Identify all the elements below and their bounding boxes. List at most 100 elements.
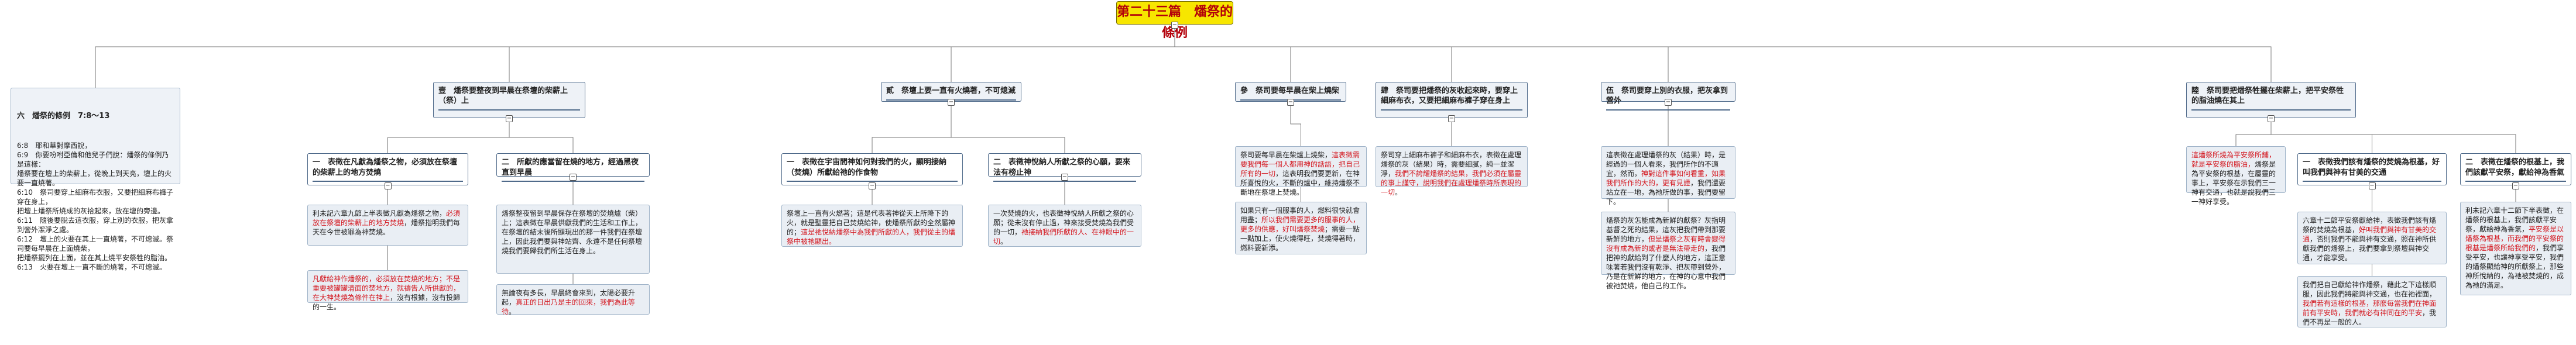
connector-line	[509, 25, 1175, 82]
note-1-1-b[interactable]: 凡獻給神作燔祭的，必須放在焚燒的地方；不是重要被罐罐清面的焚地方，就禱告人所供獻…	[307, 270, 468, 311]
outline-line: 6:12 壇上的火要在其上一直燒著，不可熄滅。祭司要每早晨在上面燒柴，	[17, 235, 173, 253]
note-6-1-a[interactable]: 六章十二節平安祭獻給神，表徵我們該有燔祭的焚燒為根基，好叫我們與神有甘美的交通，…	[2297, 212, 2447, 264]
outline-line: 6:11 隨後要脫去這衣服，穿上別的衣服，把灰拿到營外潔淨之處。	[17, 216, 173, 234]
sub-1-2[interactable]: 二 所獻的應當留在燒的地方，經過黑夜直到早晨	[496, 153, 650, 182]
collapse-toggle[interactable]: −	[1448, 115, 1455, 122]
sub-2-1[interactable]: 一 表徵在宇宙間神如何對我們的火，顯明接納（焚燒）所獻給祂的作食物	[781, 153, 963, 185]
collapse-toggle[interactable]: −	[1287, 99, 1294, 106]
note-text: 。	[509, 308, 516, 316]
collapse-toggle[interactable]: −	[570, 174, 577, 181]
sub-6-1[interactable]: 一 表徵我們該有燔祭的焚燒為根基，好叫我們與神有甘美的交通	[2297, 153, 2447, 185]
note-3-b[interactable]: 如果只有一個服事的人，燃料很快就會用盡；所以我們需要更多的服事的人，更多的供應，…	[1235, 202, 1367, 254]
note-text: 燔祭是為平安祭的根基，在屬靈的事上，平安祭在示我們三一神有交通，也就是說我們三一…	[2191, 160, 2276, 206]
collapse-toggle[interactable]: −	[384, 182, 392, 189]
note-text: 我們把自己獻給神作燔祭，藉此之下這樣順服，因此我們將能與神交通，也在祂裡面，	[2303, 281, 2437, 298]
outline-line: 把燔祭擺列在上面，並在其上燒平安祭牲的脂油。	[17, 254, 172, 262]
highlight-text: 平安祭是以燔祭為根基，而我們的平安祭的根基是燔祭所給我們的	[2465, 225, 2564, 252]
branch-4[interactable]: 肆 祭司要把燔祭的灰收起來時，要穿上細麻布衣，又要把細麻布褲子穿在身上	[1376, 82, 1528, 118]
highlight-text: 但是燔祭之灰有時會變得沒有成為新的或者是無法帶走的	[1606, 235, 1726, 253]
collapse-toggle[interactable]: −	[948, 99, 955, 106]
note-text: 祭壇上一直有火燃著；這是代表著神從天上所降下的火，就是聖靈把自己焚燒給神，使燔祭…	[787, 209, 956, 236]
note-text: 祭司穿上細麻布褲子和細麻布衣，表徵在處理燔祭的灰（結果）時，需要細膩，純一並潔淨…	[1381, 151, 1522, 178]
connector-line	[1174, 25, 1669, 82]
note-6-a[interactable]: 這燔祭所燒為平安祭所鋪，就是平安祭的脂油，燔祭是為平安祭的根基，在屬靈的事上，平…	[2186, 146, 2286, 206]
highlight-text: 神對這件事如何看重，如果我們所作的大的，更有見證	[1606, 170, 1726, 187]
connector-line	[1174, 25, 1291, 82]
collapse-toggle[interactable]: −	[1061, 174, 1068, 181]
highlight-text: 我們若有這樣的根基，那麼每當我們在神面前有平安時，我們就必有神同在的平安	[2303, 299, 2437, 317]
connector-line	[1174, 25, 2272, 82]
connector-line	[951, 102, 1065, 153]
note-text: ；需要一點一點加上，使火燒得旺，焚燒得著時，燃料要新添。	[1240, 225, 1360, 252]
highlight-text: 這是祂悅納燔祭中為我們所獻的人，我們從主的燔祭中被祂顯出。	[787, 228, 956, 246]
note-text: 祭司要每早晨在柴爐上燒柴，	[1240, 151, 1332, 159]
connector-line	[95, 25, 1175, 88]
branch-5[interactable]: 伍 祭司要穿上別的衣服，把灰拿到營外	[1601, 82, 1735, 111]
collapse-toggle[interactable]: −	[506, 115, 513, 122]
collapse-toggle[interactable]: −	[2268, 115, 2275, 122]
note-6-1-b[interactable]: 我們把自己獻給神作燔祭，藉此之下這樣順服，因此我們將能與神交通，也在祂裡面，我們…	[2297, 276, 2447, 327]
branch-6[interactable]: 陸 祭司要把燔祭牲擺在柴薪上，把平安祭牲的脂油燒在其上	[2186, 82, 2356, 118]
collapse-toggle[interactable]: −	[869, 182, 876, 189]
scripture-outline[interactable]: 六 燔祭的條例 7:8～13 6:8 耶和華對摩西說，6:9 你要吩咐亞倫和他兒…	[11, 88, 180, 271]
connector-line	[509, 118, 574, 153]
collapse-toggle[interactable]: −	[1171, 22, 1178, 29]
note-text: 燔祭的灰怎能成為新鮮的獻祭？灰指明基督之死的結果，這灰把我們帶到那要新鮮的地方，	[1606, 216, 1726, 243]
connector-line	[2270, 118, 2372, 153]
note-text: 這表徵在處理燔祭的灰（結果）時，是經過的一個人看來，我們所作的不適宜，然而，	[1606, 151, 1726, 178]
note-1-2-b[interactable]: 無論夜有多長，早晨終會來到，太陽必要升起，真正的日出乃是主的回來，我們為此等待。	[496, 284, 650, 316]
note-1-2-a[interactable]: 燔祭整夜留到早晨保存在祭壇的焚燒爐（柴）上；這表徵在早晨供獻我們的生活和工作上，…	[496, 205, 650, 274]
note-2-2-a[interactable]: 一次焚燒的火，也表徵神悅納人所獻之祭的心願；從未沒有停止過，神來接受焚燒為我們受…	[988, 205, 1141, 247]
connector-line	[2235, 118, 2272, 146]
note-text: 燔祭整夜留到早晨保存在祭壇的焚燒爐（柴）上；這表徵在早晨供獻我們的生活和工作上，…	[502, 209, 643, 255]
note-text: 六章十二節平安祭獻給神，表徵我們該有燔祭的焚燒為根基，	[2303, 216, 2437, 234]
sub-2-2[interactable]: 二 表徵神悅納人所獻之祭的心願，要來法有榜止神	[988, 153, 1141, 182]
connector-line	[1290, 102, 1301, 146]
note-text: ，我們還要站立在一地，為祂所做的事，我們要留下。	[1606, 179, 1726, 206]
outline-heading: 六 燔祭的條例 7:8～13	[17, 112, 110, 120]
highlight-text: 這表徵需要我們每一個人都用神的話語，把自己所有的一切	[1240, 151, 1360, 178]
highlight-text: 真正的日出乃是主的回來，我們為此等待	[502, 298, 636, 316]
connector-line	[387, 118, 510, 153]
diagram-title[interactable]: 第二十三篇 燔祭的條例	[1116, 1, 1233, 40]
note-text: ，我們把神的獻給到了什麼人的地方，這正意味著若我們沒有乾淨、把灰帶到營外，乃是在…	[1606, 244, 1726, 290]
highlight-text: 好叫我們與神有甘美的交通	[2303, 226, 2437, 243]
note-text: 無論夜有多長，早晨終會來到，太陽必要升起，	[502, 289, 636, 306]
highlight-text: 這燔祭所燒為平安祭所鋪，就是平安祭的脂油，	[2191, 151, 2276, 168]
note-text: ，燔祭指明我們每天在今世被罪為神焚燒。	[313, 219, 461, 236]
note-3-a[interactable]: 祭司要每早晨在柴爐上燒柴，這表徵需要我們每一個人都用神的話語，把自己所有的一切，…	[1235, 146, 1367, 196]
note-4-a[interactable]: 祭司穿上細麻布褲子和細麻布衣，表徵在處理燔祭的灰（結果）時，需要細膩，純一並潔淨…	[1376, 146, 1528, 196]
outline-line: 6:9 你要吩咐亞倫和他兒子們說：燔祭的條例乃是這樣：	[17, 151, 169, 168]
sub-6-2[interactable]: 二 表徵在燔祭的根基上，我們該獻平安祭，獻給神為香氣	[2460, 153, 2571, 185]
branch-2[interactable]: 貳 祭壇上要一直有火燒著，不可熄滅	[881, 82, 1021, 102]
note-text: ，沒有根據，沒有投歸的一生。	[313, 294, 461, 311]
note-text: 利未記六章九節上半表徵凡獻為燔祭之物，	[313, 209, 447, 218]
note-text: ，這表明我們要更新，在神所喜悅的火，不斷的爐中，維持燔祭不斷地在祭壇上焚燒。	[1240, 170, 1360, 196]
connector-line	[872, 102, 952, 153]
outline-line: 燔祭要在壇上的柴薪上，從晚上到天亮，壇上的火要一直燒著。	[17, 170, 172, 187]
outline-line: 6:10 祭司要穿上細麻布衣服，又要把細麻布褲子穿在身上，	[17, 188, 173, 206]
highlight-text: 凡獻給神作燔祭的，必須放在焚燒的地方；不是重要被罐罐清面的焚地方，就禱告人所供獻…	[313, 275, 461, 302]
collapse-toggle[interactable]: −	[2368, 182, 2376, 189]
outline-line: 6:13 火要在壇上一直不斷的燒著，不可熄滅。	[17, 263, 166, 271]
note-5-a[interactable]: 這表徵在處理燔祭的灰（結果）時，是經過的一個人看來，我們所作的不適宜，然而，神對…	[1601, 146, 1735, 206]
highlight-text: 祂接納我們所獻的人、在神眼中的一切	[993, 228, 1134, 246]
note-2-1-a[interactable]: 祭壇上一直有火燃著；這是代表著神從天上所降下的火，就是聖靈把自己焚燒給神，使燔祭…	[781, 205, 963, 247]
highlight-text: 我們不誇耀燔祭的結果，我們必須在屬靈的事上謹守，說明我們在處理燔祭時所表現的一切	[1381, 170, 1522, 196]
branch-3[interactable]: 參 祭司要每早晨在柴上燒柴	[1235, 82, 1346, 102]
highlight-text: 所以我們需要更多的服事的人，更多的供應，好叫燔祭焚燒	[1240, 216, 1360, 233]
note-text: ，我們不再是一般的人。	[2303, 309, 2437, 326]
note-5-b[interactable]: 燔祭的灰怎能成為新鮮的獻祭？灰指明基督之死的結果，這灰把我們帶到那要新鮮的地方，…	[1601, 212, 1735, 290]
sub-1-1[interactable]: 一 表徵在凡獻為燔祭之物，必須放在祭壇的柴薪上的地方焚燒	[307, 153, 468, 185]
note-text: 。	[1000, 237, 1008, 246]
note-1-1-a[interactable]: 利未記六章九節上半表徵凡獻為燔祭之物，必須放在祭壇的柴薪上的地方焚燒，燔祭指明我…	[307, 205, 468, 246]
branch-1[interactable]: 壹 燔祭要整夜到早晨在祭壇的柴薪上（祭）上	[433, 82, 585, 118]
note-6-2-a[interactable]: 利未記六章十二節下半表徵，在燔祭的根基上，我們該獻平安祭，獻給神為香氣，平安祭是…	[2460, 202, 2571, 295]
collapse-toggle[interactable]: −	[2512, 182, 2519, 189]
note-text: 。	[1395, 188, 1402, 196]
note-text: 一次焚燒的火，也表徵神悅納人所獻之祭的心願；從未沒有停止過，神來接受焚燒為我們受…	[993, 209, 1134, 236]
collapse-toggle[interactable]: −	[1665, 99, 1672, 106]
connector-line	[2270, 118, 2516, 153]
note-text: 如果只有一個服事的人，燃料很快就會用盡；	[1240, 206, 1360, 224]
